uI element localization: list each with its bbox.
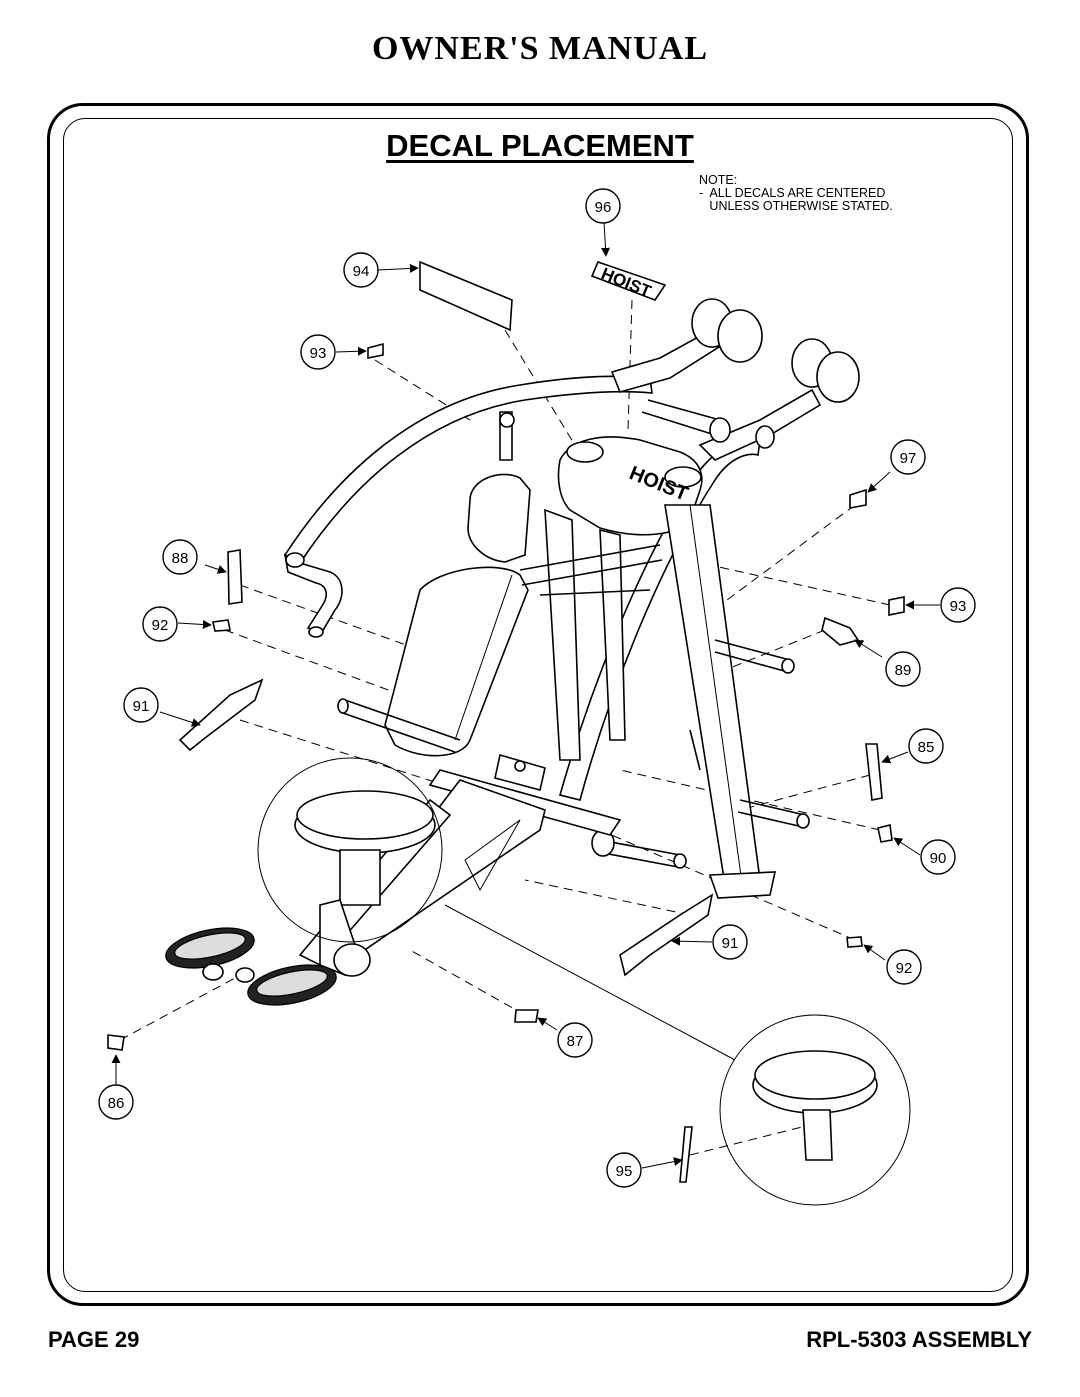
note-heading: NOTE: xyxy=(699,173,738,187)
decal-90 xyxy=(877,824,893,843)
callout-93: 93 xyxy=(940,587,976,623)
note-line: - ALL DECALS ARE CENTERED xyxy=(699,186,886,200)
placement-note: NOTE: - ALL DECALS ARE CENTERED UNLESS O… xyxy=(699,174,893,213)
callout-94: 94 xyxy=(343,252,379,288)
svg-text:88: 88 xyxy=(172,550,189,567)
footplates xyxy=(165,927,337,1006)
decal-93-right xyxy=(888,596,905,616)
svg-text:93: 93 xyxy=(950,598,967,615)
svg-text:93: 93 xyxy=(310,345,327,362)
decal-92-right xyxy=(846,936,863,948)
svg-text:95: 95 xyxy=(616,1163,633,1180)
page-frame-inner xyxy=(63,118,1013,1292)
svg-text:86: 86 xyxy=(108,1095,125,1112)
callout-91: 91 xyxy=(123,687,159,723)
seat-assembly xyxy=(294,790,436,977)
decal-96 xyxy=(590,261,667,301)
svg-text:92: 92 xyxy=(896,960,913,977)
decal-93-top xyxy=(367,342,384,359)
decal-91-left xyxy=(178,678,264,752)
svg-text:87: 87 xyxy=(567,1033,584,1050)
callout-97: 97 xyxy=(890,439,926,475)
page-number: PAGE 29 xyxy=(48,1327,140,1352)
manual-title: OWNER'S MANUAL xyxy=(371,30,709,67)
callout-86: 86 xyxy=(98,1084,134,1120)
arm-frame xyxy=(283,298,860,801)
decal-96-logo: HOIST xyxy=(599,264,655,301)
svg-text:89: 89 xyxy=(895,662,912,679)
svg-text:97: 97 xyxy=(900,450,917,467)
callout-90: 90 xyxy=(920,839,956,875)
callout-87: 87 xyxy=(557,1022,593,1058)
decal-94 xyxy=(419,260,513,332)
decal-86 xyxy=(107,1034,125,1051)
callout-96: 96 xyxy=(585,188,621,224)
svg-text:92: 92 xyxy=(152,617,169,634)
callout-arrows xyxy=(111,221,940,1169)
svg-text:85: 85 xyxy=(918,739,935,756)
callout-85: 85 xyxy=(908,728,944,764)
svg-text:96: 96 xyxy=(595,199,612,216)
note-line: UNLESS OTHERWISE STATED. xyxy=(699,199,893,213)
svg-text:90: 90 xyxy=(930,850,947,867)
decal-87 xyxy=(514,1009,539,1023)
decal-92-left xyxy=(212,619,231,632)
callout-91: 91 xyxy=(712,924,748,960)
decal-91-right xyxy=(619,893,714,977)
section-title: DECAL PLACEMENT xyxy=(0,128,1080,164)
decal-85 xyxy=(865,743,883,801)
detail-circles xyxy=(257,757,911,1206)
callout-88: 88 xyxy=(162,539,198,575)
section-title-text: DECAL PLACEMENT xyxy=(386,128,694,163)
decal-88 xyxy=(227,549,243,605)
callout-92: 92 xyxy=(142,606,178,642)
svg-text:91: 91 xyxy=(722,935,739,952)
svg-text:91: 91 xyxy=(133,698,150,715)
callout-92: 92 xyxy=(886,949,922,985)
page-frame-outer xyxy=(47,103,1029,1306)
callout-93: 93 xyxy=(300,334,336,370)
document-title: RPL-5303 ASSEMBLY xyxy=(806,1327,1032,1352)
callout-95: 95 xyxy=(606,1152,642,1188)
back-pad xyxy=(384,411,531,757)
center-column: HOIST xyxy=(544,436,703,761)
decals: HOIST xyxy=(107,260,905,1183)
callout-89: 89 xyxy=(885,651,921,687)
decal-89 xyxy=(821,616,860,646)
svg-text:94: 94 xyxy=(353,263,370,280)
decal-97 xyxy=(849,488,867,509)
